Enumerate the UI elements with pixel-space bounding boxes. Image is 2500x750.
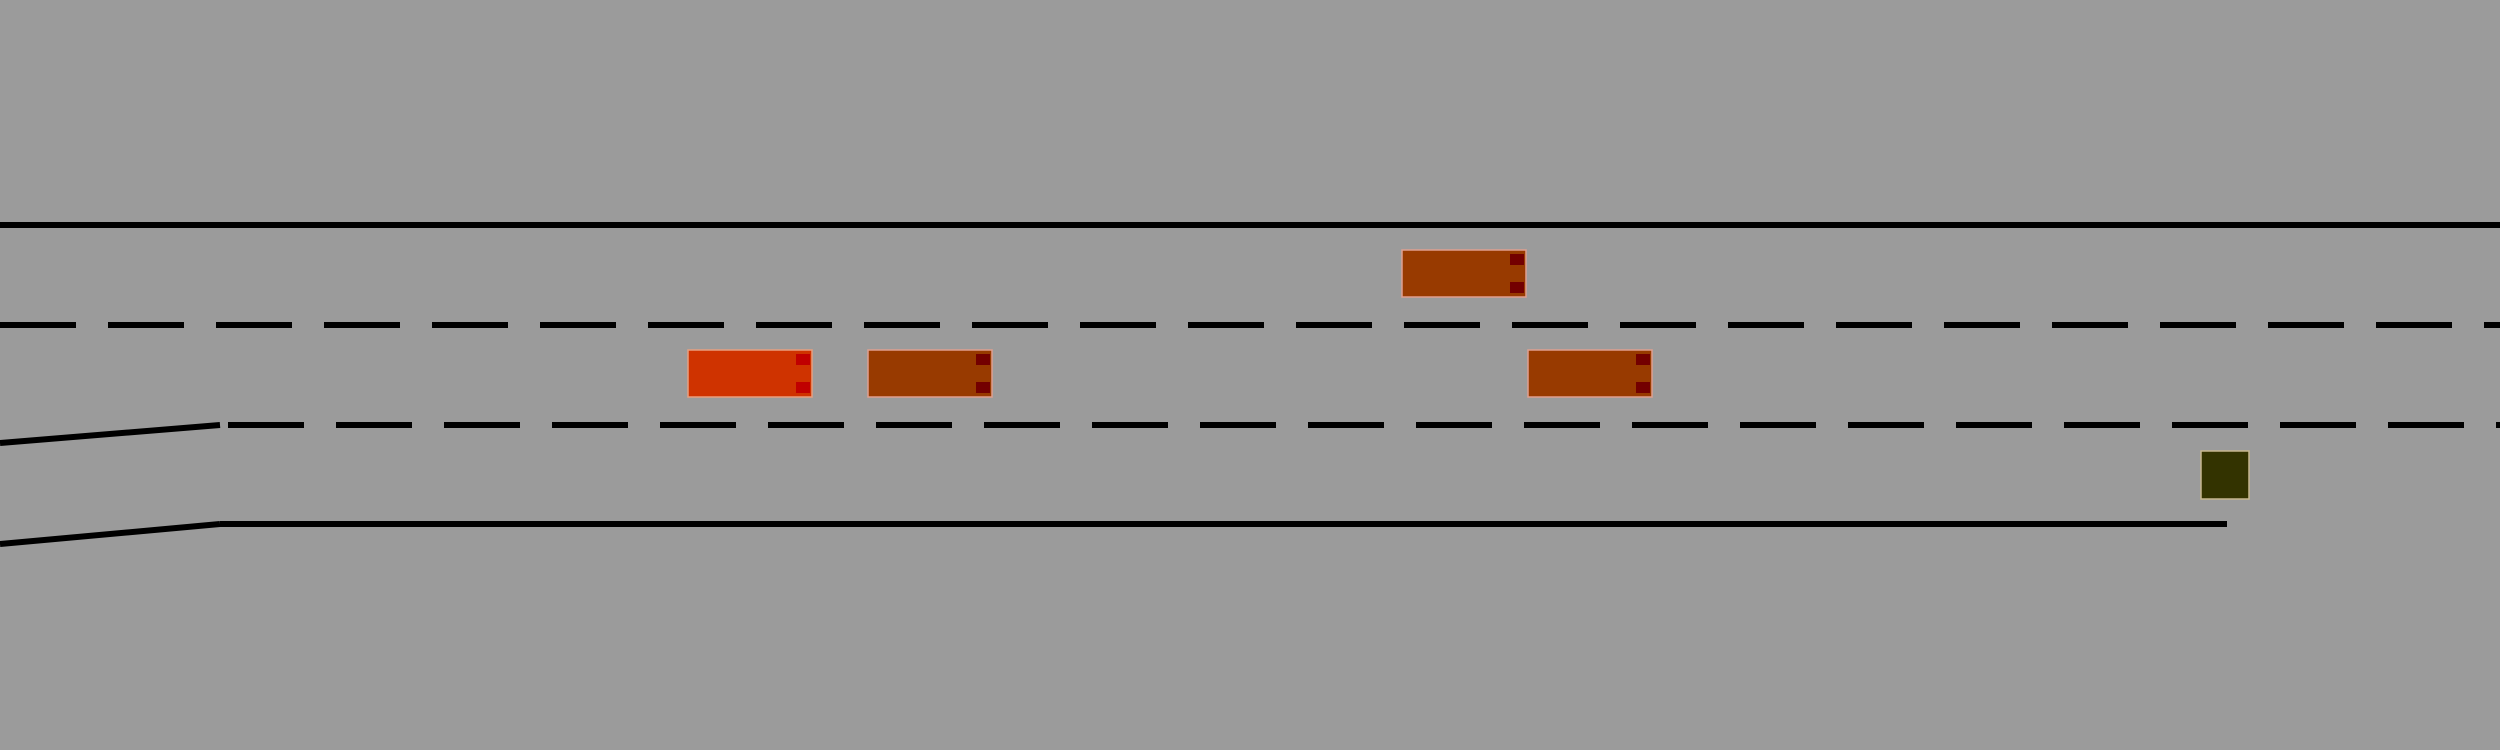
vehicle-headlight xyxy=(1636,382,1650,393)
vehicle-car-1 xyxy=(867,349,993,398)
merge-ramp-lower-edge xyxy=(0,521,221,547)
vehicle-headlight xyxy=(976,354,990,365)
vehicle-headlight xyxy=(1636,354,1650,365)
lane-markings xyxy=(0,222,2500,547)
vehicle-headlight xyxy=(976,382,990,393)
vehicle-car-2 xyxy=(1401,249,1527,298)
vehicle-ego xyxy=(687,349,813,398)
vehicle-headlight xyxy=(1510,282,1524,293)
vehicle-headlight xyxy=(796,354,810,365)
merge-ramp-upper-edge xyxy=(0,422,221,446)
obstacle-block xyxy=(2200,450,2250,500)
vehicle-body xyxy=(1401,249,1527,298)
vehicle-body xyxy=(687,349,813,398)
vehicle-headlight xyxy=(1510,254,1524,265)
vehicle-car-3 xyxy=(1527,349,1653,398)
vehicle-body xyxy=(867,349,993,398)
vehicle-body xyxy=(1527,349,1653,398)
vehicle-headlight xyxy=(796,382,810,393)
